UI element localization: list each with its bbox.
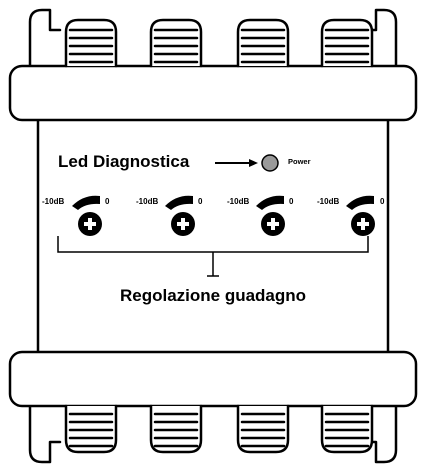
top-connector-1 [64,18,118,68]
gain-knob-3 [256,195,285,236]
knob-3-min-label: -10dB [227,197,250,206]
knob-3-max-label: 0 [289,197,294,206]
knob-2-max-label: 0 [198,197,203,206]
top-band [8,64,418,122]
top-connector-3 [236,18,290,68]
top-connector-2 [149,18,203,68]
bottom-connector-4 [320,404,374,454]
knob-1-min-label: -10dB [42,197,65,206]
knob-4-min-label: -10dB [317,197,340,206]
led-indicator [261,154,279,172]
bottom-connector-1 [64,404,118,454]
bottom-band [8,350,418,408]
top-right-clip [364,8,398,72]
knob-1-max-label: 0 [105,197,110,206]
knob-4-max-label: 0 [380,197,385,206]
gain-bracket [57,236,369,277]
power-label: Power [288,157,311,166]
gain-knob-2 [165,195,195,236]
gain-knob-1 [72,195,102,236]
top-left-clip [28,8,62,72]
top-connector-4 [320,18,374,68]
bottom-right-clip [364,398,398,464]
knob-2-min-label: -10dB [136,197,159,206]
led-diagnostica-label: Led Diagnostica [58,152,190,171]
gain-knob-4 [346,195,375,236]
bottom-left-clip [28,398,62,464]
gain-adjustment-label: Regolazione guadagno [119,286,307,305]
bottom-connector-2 [149,404,203,454]
housing-body [36,108,390,364]
led-arrow [215,159,258,167]
bottom-connector-3 [236,404,290,454]
